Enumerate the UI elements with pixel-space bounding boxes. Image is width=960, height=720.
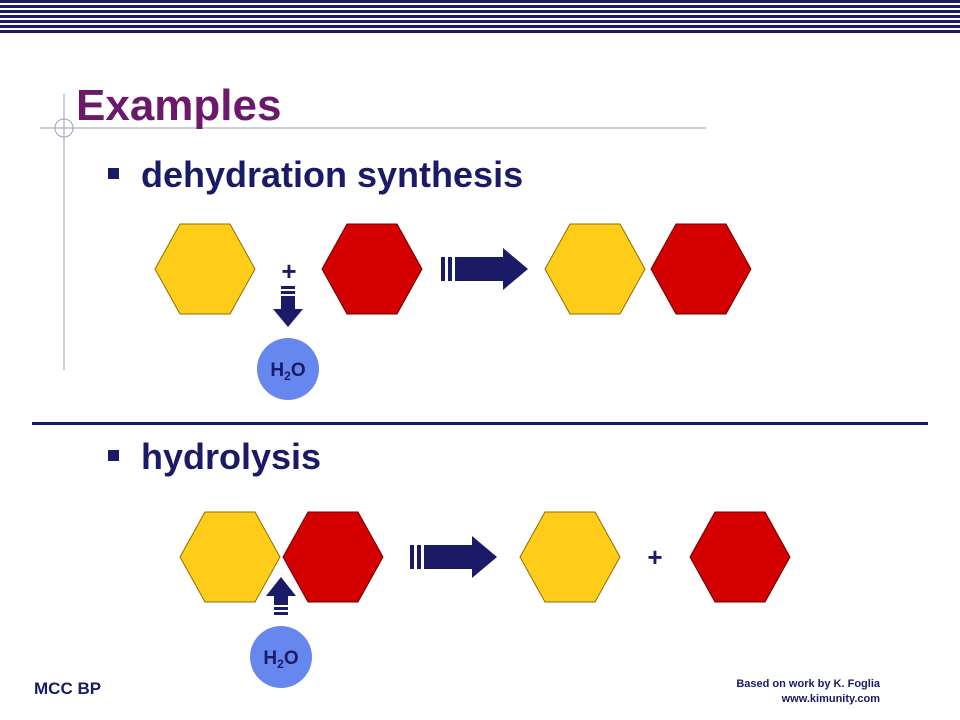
bullet-hydrolysis: hydrolysis [108, 436, 321, 478]
right-arrow-icon [441, 248, 528, 290]
square-bullet-icon [108, 449, 119, 461]
credit-block: Based on work by K. Foglia www.kimunity.… [736, 677, 880, 707]
bullet-text: hydrolysis [141, 436, 322, 477]
water-label: H2O [263, 648, 298, 671]
section-divider [32, 422, 928, 425]
credit-line-1: Based on work by K. Foglia [736, 678, 880, 690]
monomer-hexagon-red [321, 223, 423, 315]
water-molecule-circle [257, 338, 319, 400]
bullet-text: dehydration synthesis [141, 154, 524, 195]
bullet-dehydration-synthesis: dehydration synthesis [108, 154, 523, 196]
header-bar [0, 0, 960, 33]
up-arrow-icon [266, 577, 296, 615]
water-molecule-circle [250, 626, 312, 688]
product-hexagon-red [650, 223, 752, 315]
credit-line-2: www.kimunity.com [781, 693, 880, 705]
down-arrow-icon [273, 286, 303, 327]
polymer-hexagon-yellow [179, 511, 281, 603]
square-bullet-icon [108, 167, 119, 179]
product-hexagon-yellow [544, 223, 646, 315]
product-hexagon-yellow [519, 511, 621, 603]
footer-label: MCC BP [34, 679, 102, 698]
right-arrow-icon [410, 536, 497, 578]
page-title: Examples [76, 81, 282, 130]
plus-sign: + [281, 256, 296, 286]
polymer-hexagon-red [282, 511, 384, 603]
water-label: H2O [270, 360, 305, 383]
product-hexagon-red [689, 511, 791, 603]
crosshair-circle-icon [54, 118, 74, 138]
monomer-hexagon-yellow [154, 223, 256, 315]
plus-sign: + [647, 542, 662, 572]
